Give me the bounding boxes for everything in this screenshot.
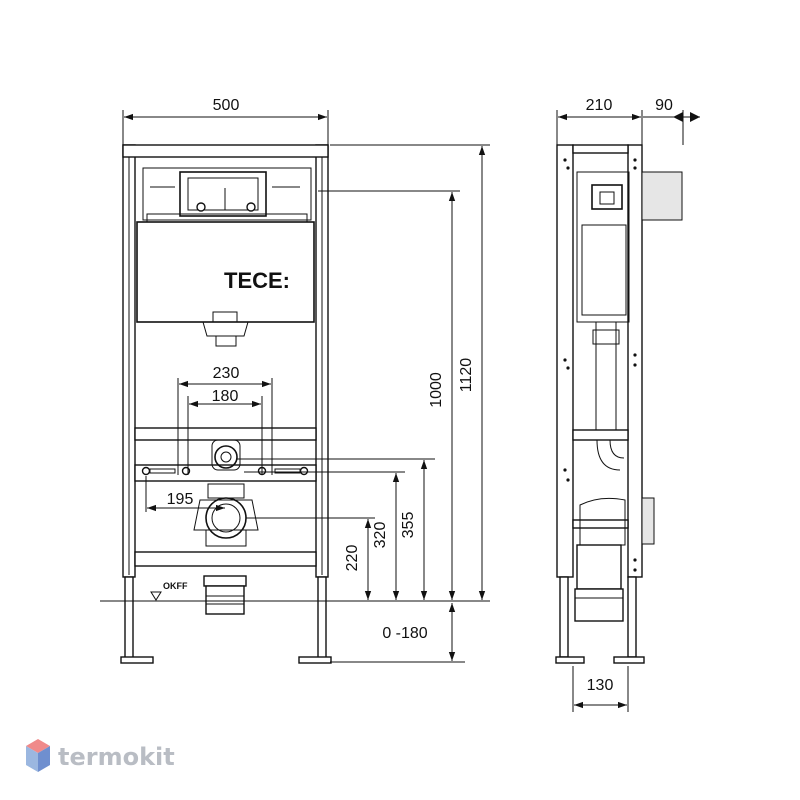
right-leg [317, 576, 327, 660]
height-355-label: 355 [400, 512, 417, 539]
leg-adjust-label: 0 -180 [382, 625, 427, 642]
top-rail [122, 144, 329, 158]
flush-plate-label: 90 [655, 97, 673, 114]
spacing-180-label: 180 [212, 388, 239, 405]
depth-label: 210 [586, 97, 613, 114]
side-front-upright [627, 144, 643, 578]
flush-pipe-side [595, 321, 617, 431]
right-foot [298, 656, 332, 664]
height-1000-label: 1000 [428, 372, 445, 408]
height-1120-label: 1120 [458, 358, 475, 393]
front-view: 500 TECE: [100, 97, 490, 664]
left-leg [124, 576, 134, 660]
brand-logo: TECE: [224, 268, 290, 293]
height-220-label: 220 [344, 545, 361, 572]
okff-label: OKFF [163, 581, 188, 591]
termokit-logo-icon [26, 739, 50, 772]
floor-level-icon [150, 591, 162, 601]
watermark-text: termokit [58, 743, 175, 771]
width-label: 500 [213, 97, 240, 114]
cistern-head [142, 167, 312, 221]
height-320-label: 320 [372, 522, 389, 549]
spacing-230-label: 230 [213, 365, 240, 382]
bolt-rail [134, 464, 317, 482]
middle-rail [134, 427, 317, 441]
drain-offset-label: 195 [167, 491, 194, 508]
water-inlet [214, 445, 238, 469]
flush-plate-box [641, 171, 683, 221]
vertical-dimensions: 220 320 355 1000 1120 0 -180 [236, 144, 490, 663]
side-view: 210 90 [555, 97, 700, 712]
discharge-pipe [205, 585, 245, 615]
watermark: termokit [26, 739, 175, 772]
discharge-pipe-side [574, 588, 624, 622]
valve-housing [591, 184, 623, 210]
flush-pipe-collar [202, 321, 249, 337]
flush-mechanism [179, 171, 267, 217]
foot-depth-label: 130 [587, 677, 614, 694]
drain-cap-side [641, 497, 655, 545]
left-foot [120, 656, 154, 664]
discharge-pipe-collar [203, 575, 247, 587]
lower-rail [134, 551, 317, 567]
drain-bend-side [579, 497, 626, 546]
